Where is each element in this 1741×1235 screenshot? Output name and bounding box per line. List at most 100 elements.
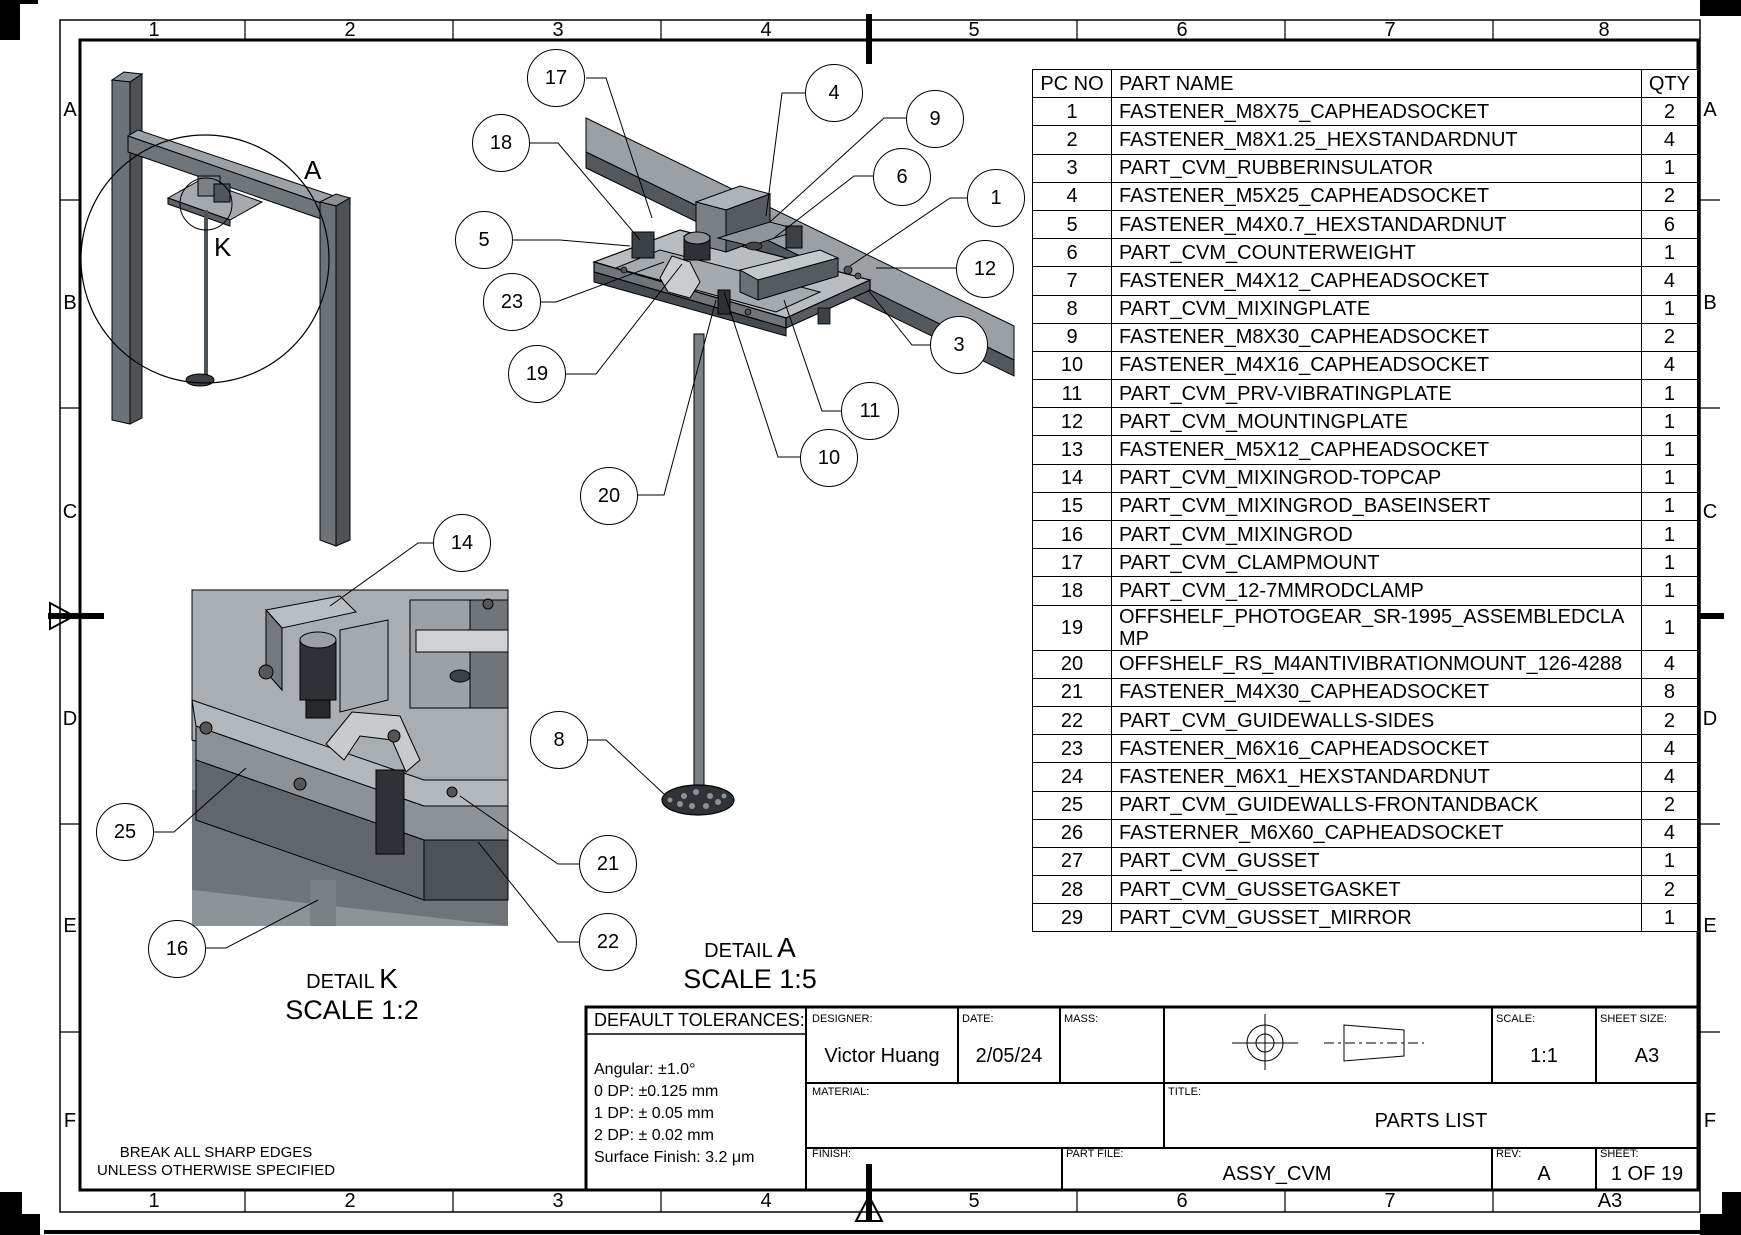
parts-list-header: PC NO PART NAME QTY	[1032, 68, 1699, 99]
part-number: 20	[1032, 649, 1112, 679]
part-name: PART_CVM_MIXINGROD-TOPCAP	[1111, 463, 1642, 493]
sharp-edges-line-2: UNLESS OTHERWISE SPECIFIED	[96, 1162, 336, 1179]
part-qty: 8	[1640, 677, 1699, 707]
part-number: 19	[1032, 604, 1112, 651]
zone-col-8: 8	[1598, 19, 1610, 41]
overview-label-a: A	[304, 155, 322, 185]
zone-col-5-bottom: 5	[968, 1190, 980, 1212]
part-name: PART_CVM_CLAMPMOUNT	[1111, 548, 1642, 578]
detail-a-prefix: DETAIL	[704, 940, 773, 962]
part-number: 2	[1032, 125, 1112, 155]
balloon-9: 9	[906, 90, 964, 148]
part-qty: 2	[1640, 322, 1699, 352]
zone-row-d-right: D	[1702, 708, 1718, 730]
part-number: 4	[1032, 181, 1112, 211]
part-name: FASTENER_M4X30_CAPHEADSOCKET	[1111, 677, 1642, 707]
part-number: 7	[1032, 266, 1112, 296]
part-name: FASTENER_M6X16_CAPHEADSOCKET	[1111, 734, 1642, 764]
zone-row-e: E	[63, 915, 77, 937]
balloon-18: 18	[472, 114, 530, 172]
part-number: 29	[1032, 903, 1112, 933]
part-qty: 1	[1640, 846, 1699, 877]
part-qty: 2	[1640, 181, 1699, 211]
part-name: FASTENER_M4X16_CAPHEADSOCKET	[1111, 350, 1642, 381]
part-qty: 4	[1640, 266, 1699, 296]
part-name: PART_CVM_GUSSET	[1111, 846, 1642, 877]
title-label: TITLE:	[1168, 1086, 1202, 1098]
detail-a-circle	[80, 134, 330, 384]
zone-col-7: 7	[1384, 19, 1396, 41]
part-number: 6	[1032, 238, 1112, 268]
part-name: FASTENER_M6X1_HEXSTANDARDNUT	[1111, 762, 1642, 792]
zone-col-2-bottom: 2	[344, 1190, 356, 1212]
zone-col-6: 6	[1176, 19, 1188, 41]
part-qty: 1	[1640, 548, 1699, 578]
detail-k-title: DETAIL K SCALE 1:2	[262, 963, 442, 1025]
sharp-edges-line-1: BREAK ALL SHARP EDGES	[119, 1144, 313, 1161]
part-qty: 1	[1640, 519, 1699, 550]
part-name: FASTENER_M4X0.7_HEXSTANDARDNUT	[1111, 209, 1642, 240]
part-qty: 1	[1640, 294, 1699, 324]
part-qty: 1	[1640, 604, 1699, 651]
part-name: FASTENER_M5X12_CAPHEADSOCKET	[1111, 435, 1642, 465]
scale-label: SCALE:	[1496, 1013, 1536, 1025]
detail-a-scale: SCALE 1:5	[683, 964, 817, 994]
header-pc-no: PC NO	[1032, 68, 1112, 99]
part-name: FASTENER_M8X1.25_HEXSTANDARDNUT	[1111, 125, 1642, 155]
part-number: 28	[1032, 875, 1112, 905]
designer-label: DESIGNER:	[812, 1013, 873, 1025]
detail-k-leaders	[154, 542, 579, 949]
overview-label-k: K	[214, 232, 232, 262]
zone-row-c: C	[62, 501, 78, 523]
zone-row-a-right: A	[1703, 99, 1717, 121]
part-qty: 1	[1640, 435, 1699, 465]
part-qty: 1	[1640, 576, 1699, 606]
balloon-5: 5	[455, 211, 513, 269]
part-qty: 4	[1640, 818, 1699, 848]
rev-label: REV:	[1496, 1148, 1522, 1160]
part-qty: 2	[1640, 705, 1699, 736]
part-qty: 2	[1640, 97, 1699, 127]
zone-row-d: D	[62, 708, 78, 730]
part-number: 1	[1032, 97, 1112, 127]
balloon-20: 20	[580, 467, 638, 525]
tolerances-list: Angular: ±1.0° 0 DP: ±0.125 mm 1 DP: ± 0…	[594, 1059, 754, 1169]
zone-col-4: 4	[760, 19, 772, 41]
part-name: PART_CVM_MOUNTINGPLATE	[1111, 407, 1642, 437]
tolerance-2dp: 2 DP: ± 0.02 mm	[594, 1127, 714, 1144]
detail-a-letter: A	[777, 932, 796, 963]
zone-col-1-bottom: 1	[148, 1190, 160, 1212]
part-number: 12	[1032, 407, 1112, 437]
part-name: PART_CVM_MIXINGROD	[1111, 519, 1642, 550]
part-number: 25	[1032, 790, 1112, 820]
tolerance-surface-finish: Surface Finish: 3.2 μm	[594, 1149, 755, 1166]
corner-mark-top-right	[1700, 0, 1741, 16]
part-number: 26	[1032, 818, 1112, 848]
tolerance-1dp: 1 DP: ± 0.05 mm	[594, 1105, 714, 1122]
part-number: 17	[1032, 548, 1112, 578]
balloon-10: 10	[800, 429, 858, 487]
part-qty: 1	[1640, 491, 1699, 522]
zone-col-3: 3	[552, 19, 564, 41]
zone-row-c-right: C	[1702, 501, 1718, 523]
zone-col-2: 2	[344, 19, 356, 41]
part-name: PART_CVM_COUNTERWEIGHT	[1111, 238, 1642, 268]
balloon-11: 11	[841, 382, 899, 440]
balloon-21: 21	[579, 835, 637, 893]
detail-k-scale: SCALE 1:2	[285, 995, 419, 1025]
